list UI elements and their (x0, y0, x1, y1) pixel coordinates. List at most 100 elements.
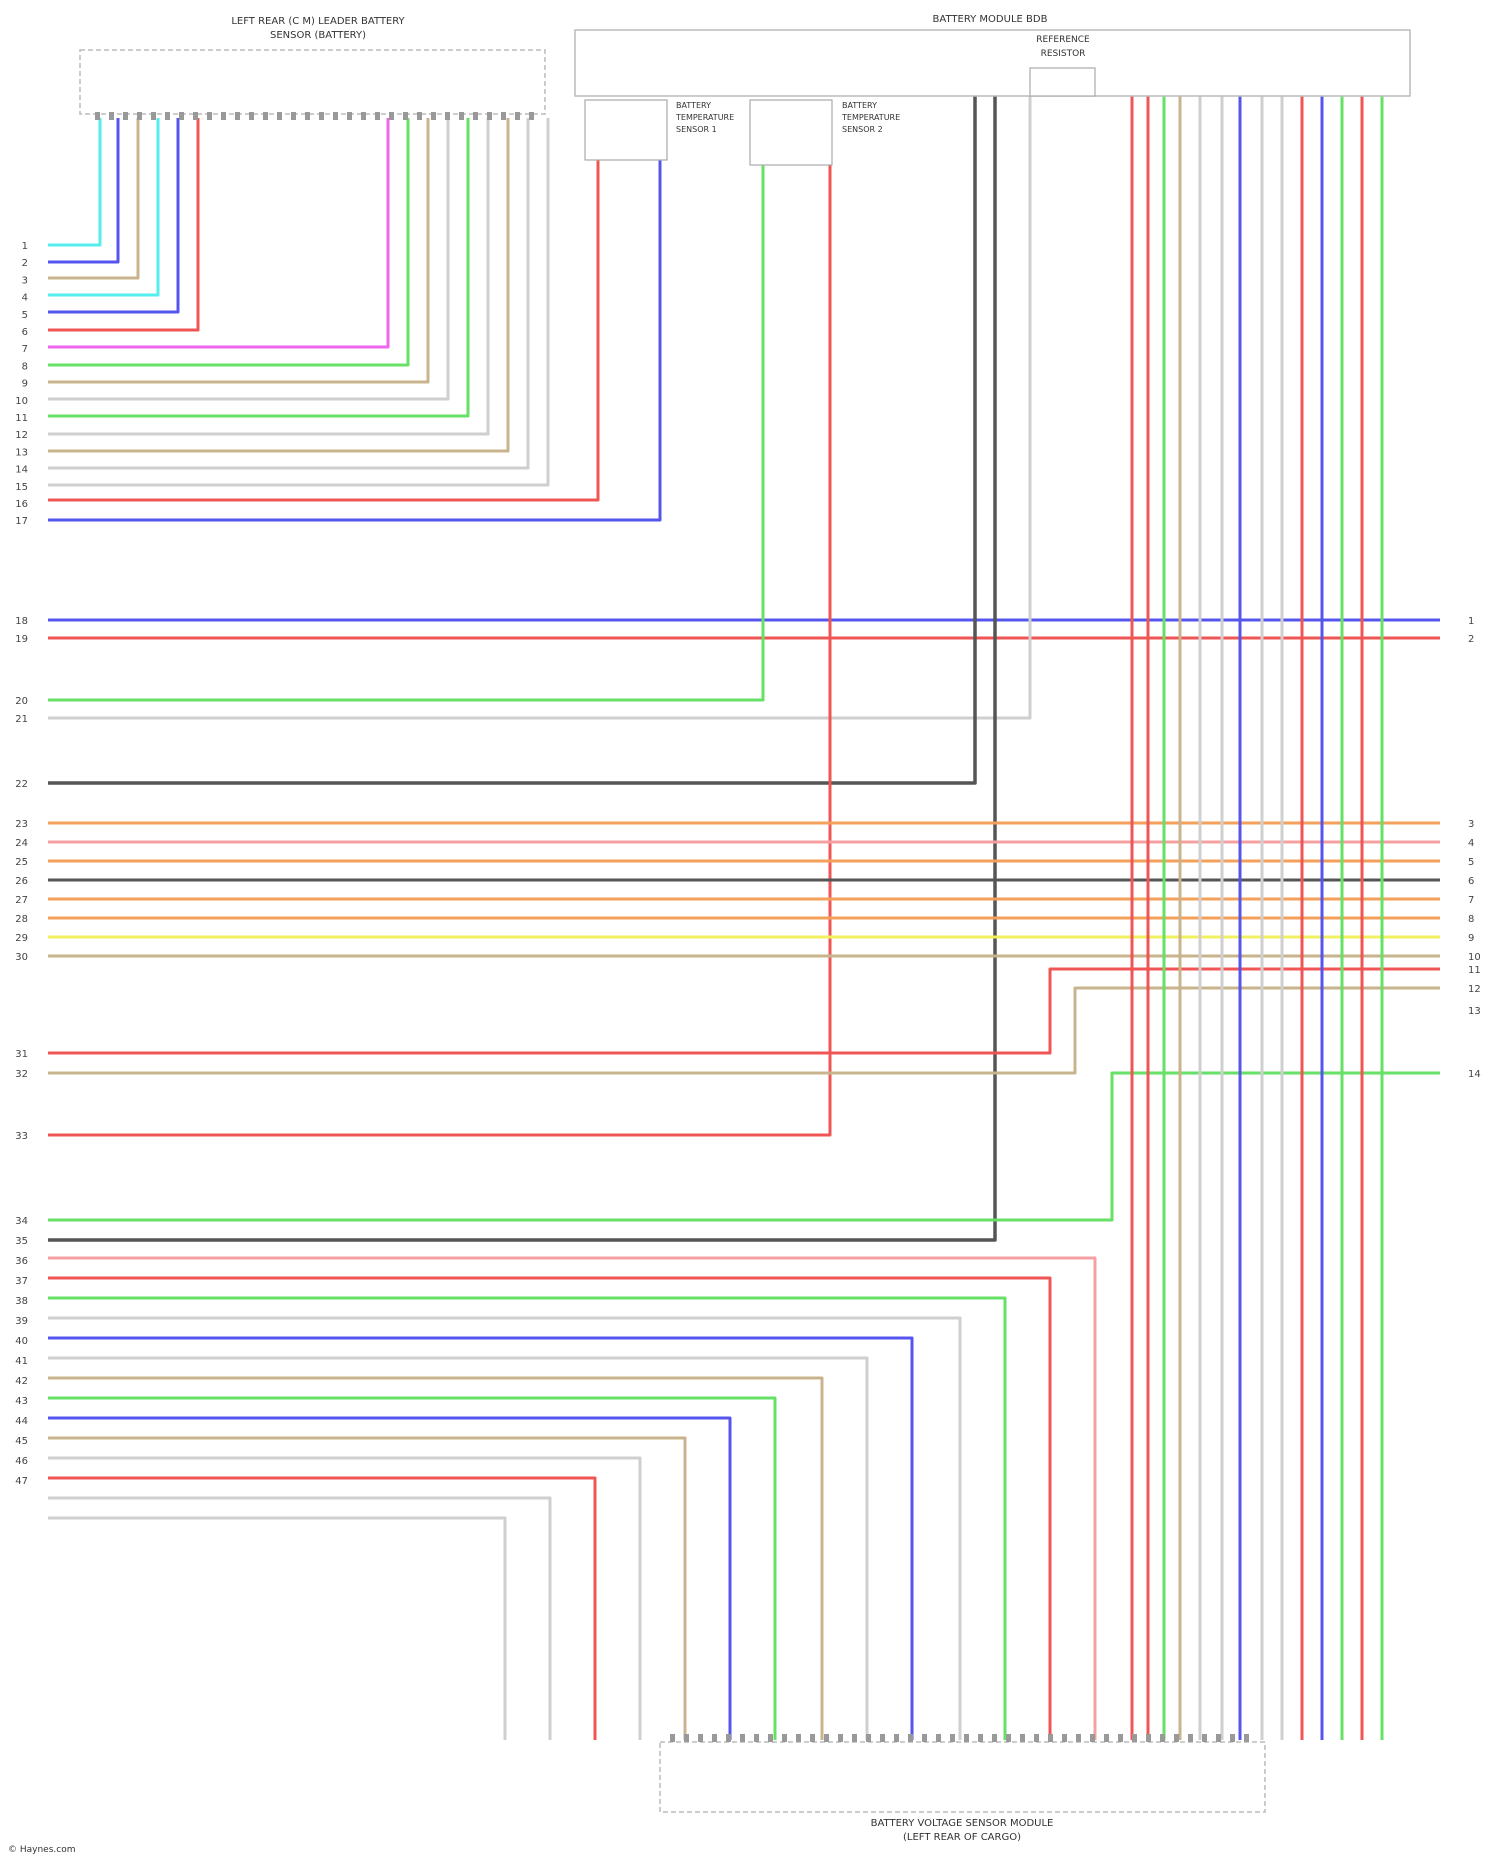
left-pin-number: 31 (15, 1049, 28, 1060)
reference-resistor-box (1030, 68, 1095, 96)
connector-pin (670, 1734, 675, 1742)
connector-pin (684, 1734, 689, 1742)
left-pin-number: 32 (15, 1069, 28, 1080)
connector-pin (978, 1734, 983, 1742)
left-pin-number: 27 (15, 895, 28, 906)
connector-pin (319, 112, 324, 120)
connector-pin (529, 112, 534, 120)
connector-pin (810, 1734, 815, 1742)
connector-pin (880, 1734, 885, 1742)
left-pin-number: 25 (15, 857, 28, 868)
left-pin-number: 2 (22, 258, 28, 269)
connector-pin (950, 1734, 955, 1742)
left-pin-number: 13 (15, 447, 28, 458)
battery-module-box (575, 30, 1410, 96)
connector-pin (838, 1734, 843, 1742)
left-connector-title: LEFT REAR (C M) LEADER BATTERY (231, 16, 405, 27)
connector-pin (1048, 1734, 1053, 1742)
left-pin-number: 22 (15, 779, 28, 790)
sensor-2-label-2: TEMPERATURE (841, 113, 900, 122)
sensor-1-label: BATTERY (676, 101, 711, 110)
left-pin-number: 42 (15, 1376, 28, 1387)
left-pin-number: 7 (22, 344, 28, 355)
connector-pin (515, 112, 520, 120)
watermark: © Haynes.com (8, 1845, 75, 1855)
connector-pin (361, 112, 366, 120)
connector-pin (487, 112, 492, 120)
connector-pin (1104, 1734, 1109, 1742)
left-pin-number: 24 (15, 838, 28, 849)
right-pin-number: 8 (1468, 914, 1474, 925)
connector-pin (782, 1734, 787, 1742)
connector-pin (936, 1734, 941, 1742)
connector-pin (151, 112, 156, 120)
left-pin-number: 19 (15, 634, 28, 645)
connector-pin (1034, 1734, 1039, 1742)
left-pin-number: 11 (15, 413, 28, 424)
right-pin-number: 12 (1468, 984, 1481, 995)
left-pin-number: 9 (22, 379, 28, 390)
connector-pin (431, 112, 436, 120)
left-pin-number: 39 (15, 1316, 28, 1327)
connector-pin (866, 1734, 871, 1742)
left-pin-number: 41 (15, 1356, 28, 1367)
connector-pin (1216, 1734, 1221, 1742)
connector-pin (1132, 1734, 1137, 1742)
left-pin-number: 17 (15, 516, 28, 527)
connector-pin (291, 112, 296, 120)
connector-pin (445, 112, 450, 120)
connector-pin (1160, 1734, 1165, 1742)
right-pin-number: 9 (1468, 933, 1474, 944)
connector-pin (894, 1734, 899, 1742)
connector-pin (277, 112, 282, 120)
left-pin-number: 5 (22, 310, 28, 321)
right-pin-number: 14 (1468, 1069, 1481, 1080)
left-pin-number: 1 (22, 241, 28, 252)
left-pin-number: 4 (22, 293, 28, 304)
left-pin-number: 26 (15, 876, 28, 887)
connector-pin (193, 112, 198, 120)
right-pin-number: 7 (1468, 895, 1474, 906)
connector-pin (852, 1734, 857, 1742)
left-pin-number: 18 (15, 616, 28, 627)
left-pin-number: 10 (15, 396, 28, 407)
connector-pin (165, 112, 170, 120)
left-pin-number: 3 (22, 275, 28, 286)
connector-pin (263, 112, 268, 120)
temperature-sensor-1-box (585, 100, 667, 160)
left-pin-number: 47 (15, 1476, 28, 1487)
reference-resistor-sublabel: RESISTOR (1041, 49, 1086, 59)
right-pin-number: 5 (1468, 857, 1474, 868)
sensor-1-label-2: TEMPERATURE (675, 113, 734, 122)
connector-pin (417, 112, 422, 120)
connector-pin (908, 1734, 913, 1742)
connector-pin (964, 1734, 969, 1742)
connector-pin (501, 112, 506, 120)
left-pin-number: 28 (15, 914, 28, 925)
left-pin-number: 20 (15, 696, 28, 707)
left-pin-number: 16 (15, 499, 28, 510)
left-pin-number: 46 (15, 1456, 28, 1467)
connector-pin (333, 112, 338, 120)
bottom-connector-subtitle: (LEFT REAR OF CARGO) (903, 1832, 1021, 1843)
left-pin-number: 14 (15, 465, 28, 476)
connector-pin (137, 112, 142, 120)
left-connector-box (80, 50, 545, 114)
connector-pin (754, 1734, 759, 1742)
left-pin-number: 23 (15, 819, 28, 830)
battery-module-title: BATTERY MODULE BDB (933, 14, 1048, 25)
left-pin-number: 34 (15, 1216, 28, 1227)
connector-pin (796, 1734, 801, 1742)
right-pin-number: 11 (1468, 965, 1481, 976)
connector-pin (824, 1734, 829, 1742)
left-pin-number: 15 (15, 482, 28, 493)
left-pin-number: 29 (15, 933, 28, 944)
connector-pin (1062, 1734, 1067, 1742)
connector-pin (740, 1734, 745, 1742)
left-pin-number: 38 (15, 1296, 28, 1307)
bottom-connector-box (660, 1742, 1265, 1812)
left-pin-number: 37 (15, 1276, 28, 1287)
left-connector-subtitle: SENSOR (BATTERY) (270, 30, 366, 41)
